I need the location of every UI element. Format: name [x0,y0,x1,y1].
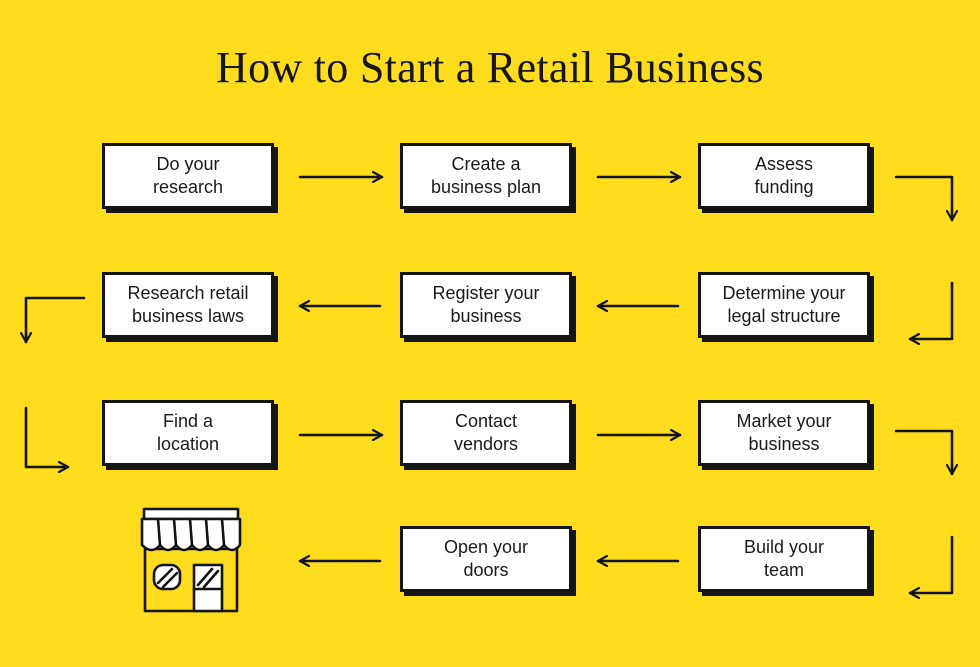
step-research-retail-laws: Research retail business laws [102,272,274,338]
step-do-your-research: Do your research [102,143,274,209]
step-label-line1: Find a [162,411,213,431]
step-label-line1: Do your [156,154,220,174]
storefront-icon [140,507,242,613]
arrow-elbow-left [908,535,954,593]
step-determine-legal-structure: Determine your legal structure [698,272,870,338]
step-label-line1: Determine your [722,283,846,303]
step-label-line2: legal structure [727,306,841,326]
step-label-line2: funding [754,177,814,197]
arrow-elbow-down [894,175,952,222]
arrow-elbow-down [26,296,86,344]
step-label-line1: Market your [736,411,832,431]
step-label-line1: Create a [451,154,521,174]
step-label-line2: research [152,177,224,197]
arrow-elbow-left [908,281,954,339]
step-label-line2: business plan [430,177,542,197]
step-label-line2: doors [463,560,509,580]
step-assess-funding: Assess funding [698,143,870,209]
step-label-line1: Build your [743,537,825,557]
step-create-business-plan: Create a business plan [400,143,572,209]
step-label-line2: business laws [131,306,245,326]
arrow-elbow-down [894,429,952,476]
step-build-team: Build your team [698,526,870,592]
step-label-line1: Register your [432,283,540,303]
step-label-line1: Assess [754,154,814,174]
step-contact-vendors: Contact vendors [400,400,572,466]
step-find-location: Find a location [102,400,274,466]
step-label-line1: Research retail [127,283,249,303]
step-label-line2: location [156,434,220,454]
arrow-elbow-right [24,406,70,467]
step-label-line2: vendors [453,434,519,454]
step-label-line2: business [748,434,820,454]
step-open-doors: Open your doors [400,526,572,592]
step-label-line2: team [763,560,804,580]
step-market-business: Market your business [698,400,870,466]
page-title: How to Start a Retail Business [216,43,764,92]
step-label-line1: Open your [443,537,529,557]
step-label-line1: Contact [454,411,518,431]
step-register-business: Register your business [400,272,572,338]
step-label-line2: business [450,306,522,326]
